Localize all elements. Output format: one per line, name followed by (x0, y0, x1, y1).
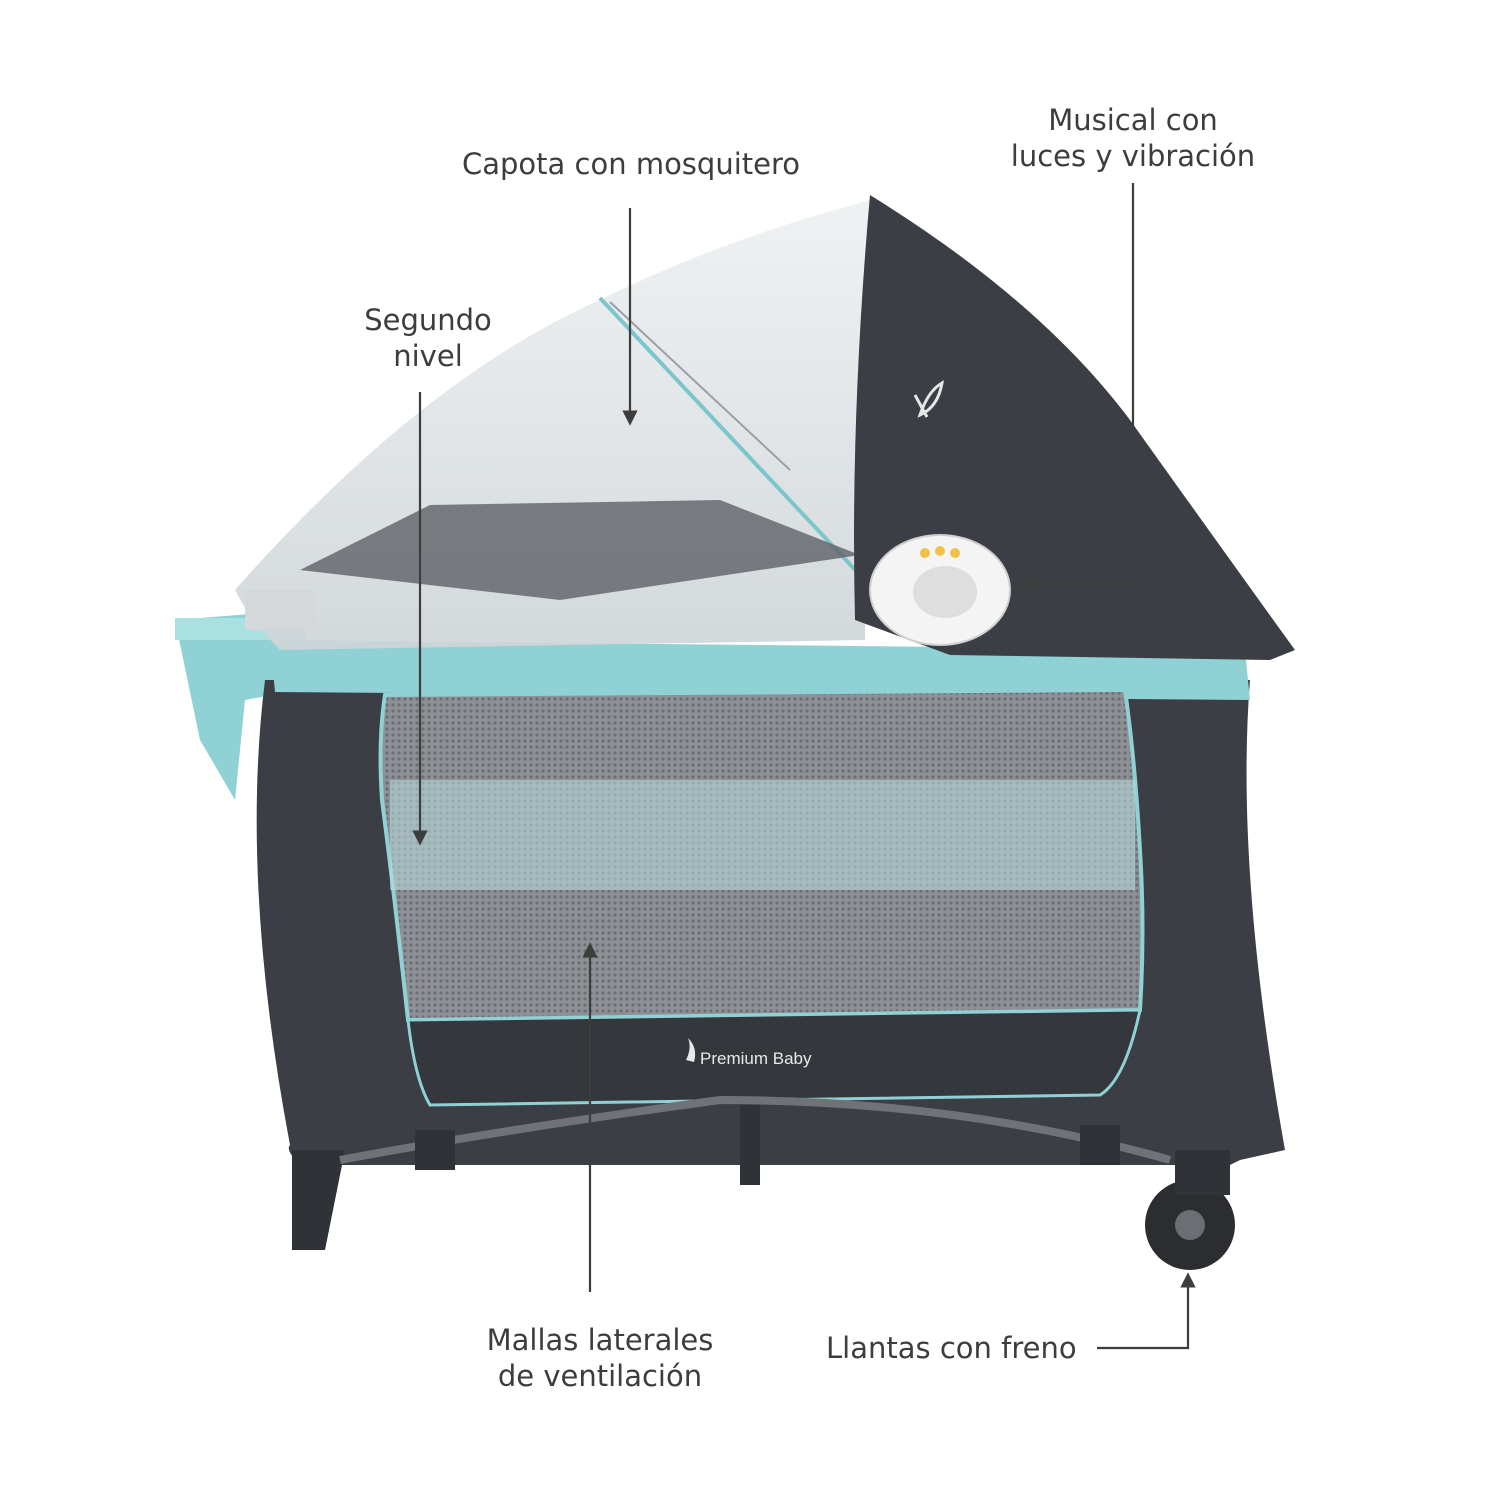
label-capota: Capota con mosquitero (462, 146, 800, 182)
label-mallas-line2: de ventilación (497, 1359, 703, 1393)
label-llantas: Llantas con freno (826, 1330, 1077, 1366)
label-capota-text: Capota con mosquitero (462, 147, 801, 181)
label-llantas-text: Llantas con freno (826, 1331, 1077, 1365)
callout-llantas (1097, 1272, 1196, 1350)
callout-lines (412, 183, 1196, 1350)
canopy-logo-icon (913, 380, 945, 418)
label-segundo-line1: Segundo (364, 303, 492, 337)
mosquito-net (235, 200, 870, 650)
label-segundo-line2: nivel (393, 339, 463, 373)
leaf-logo-icon (686, 1038, 696, 1062)
brand-name: Premium Baby (700, 1049, 812, 1068)
callout-musical (1017, 183, 1135, 593)
label-mallas-line1: Mallas laterales (486, 1323, 714, 1357)
wheel (1145, 1180, 1235, 1270)
label-segundo: Segundo nivel (348, 302, 508, 374)
brand-mark: Premium Baby (686, 1038, 812, 1068)
playard-body (256, 640, 1286, 1165)
musical-device (869, 534, 1011, 646)
label-musical-line1: Musical con (1048, 103, 1218, 137)
playard-base (292, 1095, 1235, 1270)
label-musical: Musical con luces y vibración (1008, 102, 1258, 174)
label-musical-line2: luces y vibración (1010, 139, 1256, 173)
label-mallas: Mallas laterales de ventilación (470, 1322, 730, 1394)
